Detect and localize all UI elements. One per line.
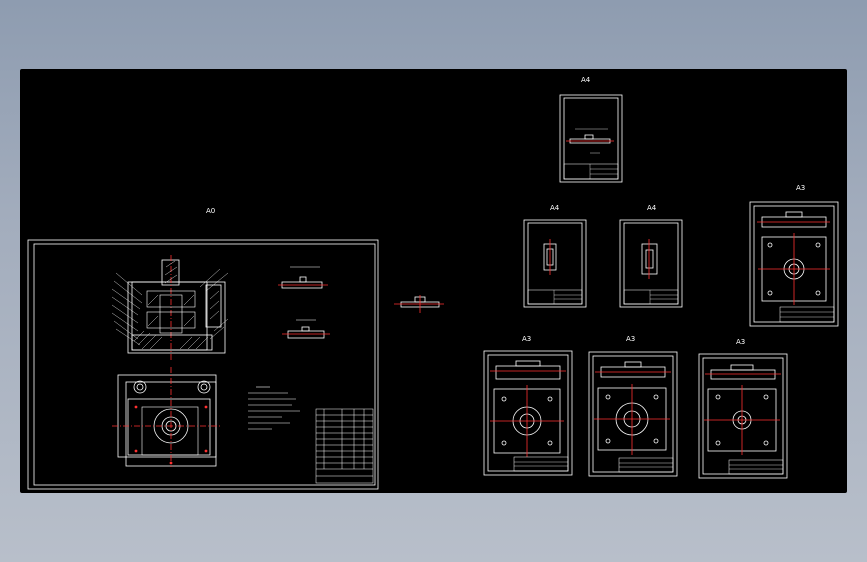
sheet-top[interactable]: A4 [559,76,623,183]
sheet-mid-left[interactable]: A4 [523,204,587,308]
sheet-bottom-plate-3[interactable]: A3 [698,338,788,479]
sheet-bottom-plate-1[interactable]: A3 [483,335,573,476]
cad-drawing-canvas[interactable]: A0 [20,69,847,493]
detail-views [278,266,330,339]
sheet-label-bottom-3: A3 [736,338,745,346]
section-view [111,255,229,361]
sheet-label-right: A3 [796,184,805,192]
sheet-bottom-plate-2[interactable]: A3 [588,335,678,477]
sheet-assembly[interactable]: A0 [27,207,379,490]
cad-drawing: A0 [27,76,839,490]
title-block [315,408,374,484]
sheet-label-mid-right: A4 [647,204,657,212]
sheet-right-plate[interactable]: A3 [749,184,839,327]
sheet-label-top: A4 [581,76,591,84]
plan-view [112,367,222,467]
sheet-part-small[interactable] [394,295,444,313]
sheet-label-assembly: A0 [206,207,215,215]
sheet-border-outer [27,239,379,490]
sheet-border-inner [33,243,376,486]
sheet-label-bottom-1: A3 [522,335,531,343]
tech-notes [248,386,300,430]
sheet-mid-right[interactable]: A4 [619,204,683,308]
sheet-label-bottom-2: A3 [626,335,635,343]
sheet-label-mid-left: A4 [550,204,560,212]
